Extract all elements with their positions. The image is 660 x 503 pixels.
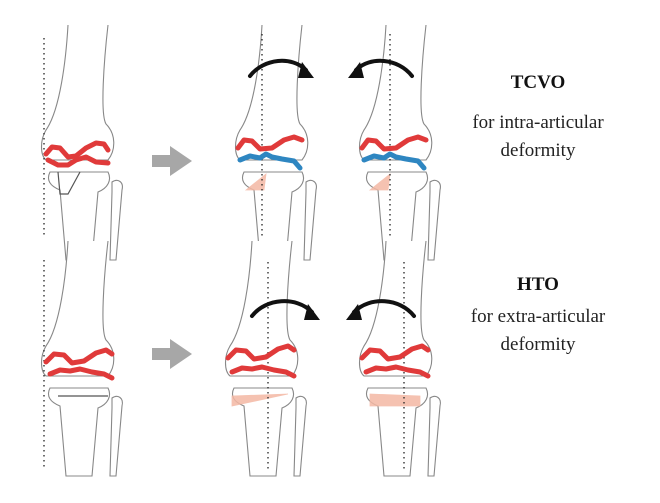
hto-title: HTO	[517, 274, 559, 295]
tcvo-subtitle-line-2: deformity	[501, 140, 576, 161]
tcvo-before-tibial-line	[45, 154, 111, 168]
tcvo-tibial-line-2	[361, 151, 427, 171]
hto-femoral-line-2	[359, 343, 431, 362]
tcvo-transition-arrow	[152, 146, 192, 176]
hto-before-knee	[40, 240, 123, 477]
row-tcvo: TCVO for intra-articular deformity	[40, 24, 604, 261]
tcvo-femoral-line-1	[235, 134, 305, 152]
tcvo-osteotomy-line	[57, 171, 81, 195]
tcvo-after-knee-1	[234, 24, 317, 261]
tcvo-wedge-2	[368, 173, 391, 191]
hto-subtitle-line-1: for extra-articular	[471, 306, 606, 327]
tcvo-before-femoral-line	[43, 140, 111, 160]
tcvo-rotation-arrow-1	[248, 58, 314, 78]
tcvo-femoral-line-2	[359, 134, 429, 152]
hto-before-tibial-line	[47, 366, 115, 381]
hto-transition-arrow	[152, 339, 192, 369]
hto-tibial-line-1	[229, 364, 297, 379]
tcvo-before-knee	[40, 24, 123, 261]
tcvo-wedge-1	[244, 173, 267, 191]
hto-femoral-line-1	[225, 343, 297, 362]
hto-rotation-arrow-2	[346, 299, 416, 320]
hto-before-femoral-line	[43, 347, 115, 366]
hto-wedge-2	[369, 393, 421, 407]
tcvo-subtitle-line-1: for intra-articular	[472, 112, 604, 133]
row-hto: HTO for extra-articular deformity	[40, 240, 606, 477]
tcvo-rotation-arrow-2	[348, 58, 414, 78]
hto-tibial-line-2	[363, 364, 431, 379]
tcvo-title: TCVO	[511, 72, 566, 93]
hto-after-knee-1	[224, 240, 307, 477]
hto-after-knee-2	[358, 240, 441, 477]
hto-rotation-arrow-1	[250, 299, 320, 320]
tcvo-after-knee-2	[358, 24, 441, 261]
hto-wedge-1	[231, 393, 289, 407]
hto-subtitle-line-2: deformity	[501, 334, 576, 355]
tcvo-tibial-line-1	[237, 151, 303, 171]
